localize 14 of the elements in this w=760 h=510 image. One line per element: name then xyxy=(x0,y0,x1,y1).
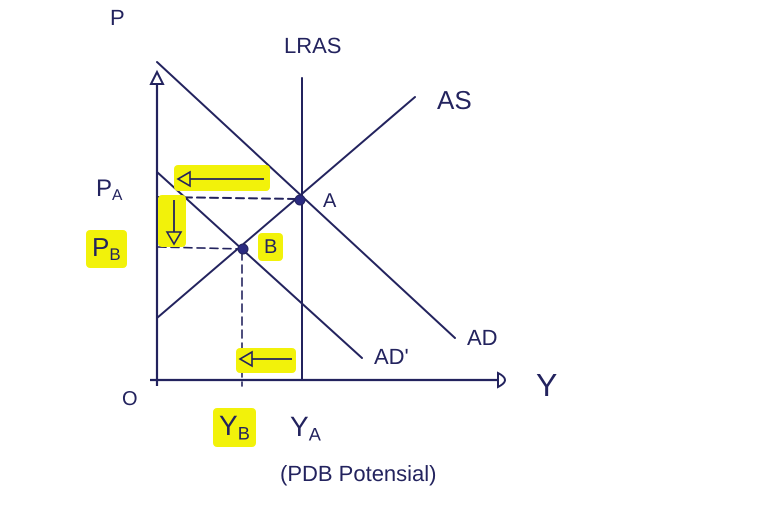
point-label: B xyxy=(258,233,284,261)
price-level-label: P$_{A}$ xyxy=(96,176,122,204)
origin-label: O xyxy=(122,388,138,410)
curve-label: AS xyxy=(437,86,472,115)
curve-label: AD' xyxy=(374,345,409,370)
curve-label: LRAS xyxy=(284,34,342,58)
output-level-label: Y$_{A}$ xyxy=(290,412,321,445)
axis-label: P xyxy=(110,6,125,30)
curve-label: AD xyxy=(467,326,498,350)
axis-caption: (PDB Potensial) xyxy=(280,462,437,486)
price-level-label: P$_{B}$ xyxy=(86,230,127,268)
point-label: A xyxy=(323,190,336,212)
output-level-label: Y$_{B}$ xyxy=(213,408,256,447)
axis-label: Y xyxy=(536,368,558,404)
